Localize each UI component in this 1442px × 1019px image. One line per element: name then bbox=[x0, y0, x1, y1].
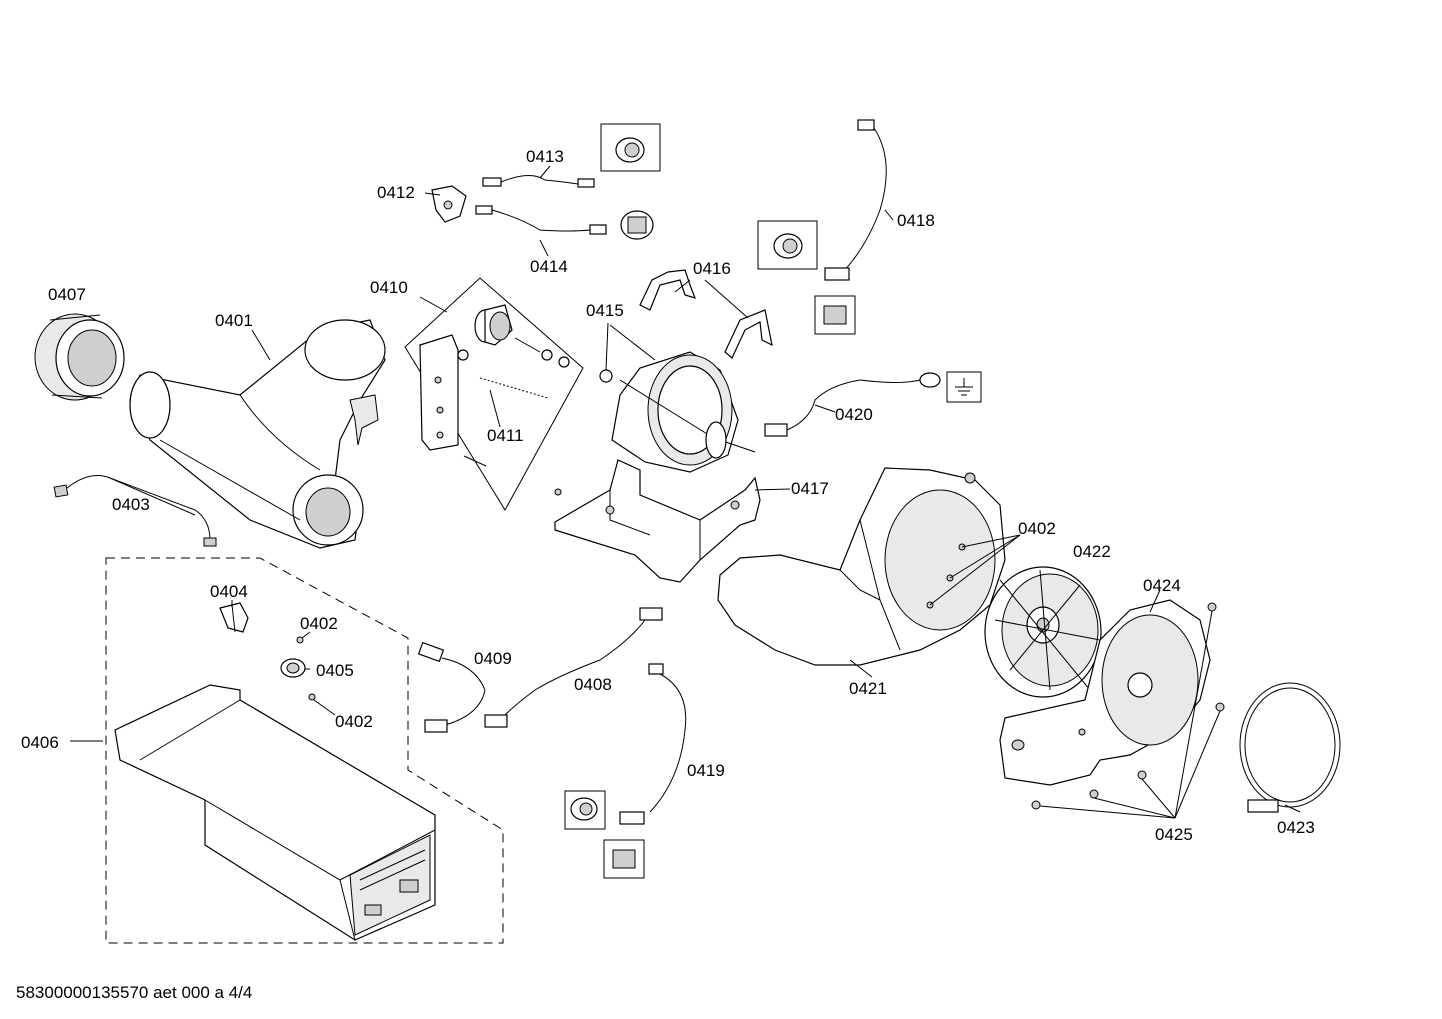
part-0403-cable bbox=[53, 475, 217, 547]
part-0401-duct bbox=[129, 319, 386, 549]
drawing-reference-footer: 58300000135570 aet 000 a 4/4 bbox=[16, 983, 252, 1002]
inset-0418-connector-a bbox=[757, 220, 818, 270]
earth-symbol bbox=[946, 371, 982, 403]
inset-0413-connector bbox=[600, 123, 661, 172]
part-0422-fan-wheel bbox=[984, 566, 1102, 698]
part-0412-switch bbox=[431, 185, 467, 223]
part-0418-cable bbox=[824, 119, 887, 281]
label-0402-lower: 0402 bbox=[335, 712, 373, 731]
part-0424-fan-cover bbox=[999, 599, 1211, 786]
part-0416-clip-b bbox=[724, 309, 773, 359]
label-0416: 0416 bbox=[693, 259, 731, 278]
part-0405-thermal-fuse bbox=[280, 658, 306, 678]
part-0421-fan-housing bbox=[717, 467, 1006, 666]
part-0411-spring bbox=[463, 377, 549, 467]
inset-0419-connector-a bbox=[564, 790, 606, 830]
part-0416-clip-a bbox=[639, 269, 696, 311]
part-0417-motor-mount bbox=[554, 459, 761, 583]
part-0420-earth-cable bbox=[764, 372, 941, 437]
label-0404: 0404 bbox=[210, 582, 248, 601]
group-0410-dashed-outline bbox=[404, 277, 584, 511]
group-0406-dashed-outline bbox=[105, 557, 504, 944]
label-0423: 0423 bbox=[1277, 818, 1315, 837]
label-0406: 0406 bbox=[21, 733, 59, 752]
label-0411: 0411 bbox=[487, 426, 524, 445]
part-0419-cable bbox=[619, 663, 687, 825]
label-0410: 0410 bbox=[370, 278, 408, 297]
part-0410-roller bbox=[457, 304, 570, 368]
part-0413-cable bbox=[482, 175, 595, 188]
part-0404-thermostat bbox=[219, 602, 249, 633]
inset-0419-connector-b bbox=[603, 839, 645, 879]
label-0424: 0424 bbox=[1143, 576, 1181, 595]
label-0415: 0415 bbox=[586, 301, 624, 320]
part-0402-screw-b bbox=[308, 693, 316, 701]
label-0402-fan: 0402 bbox=[1018, 519, 1056, 538]
label-0417: 0417 bbox=[791, 479, 829, 498]
part-0402-screw-a bbox=[296, 636, 304, 644]
label-0401: 0401 bbox=[215, 311, 253, 330]
label-0408: 0408 bbox=[574, 675, 612, 694]
label-0402-upper: 0402 bbox=[300, 614, 338, 633]
part-0408-cable bbox=[484, 607, 663, 728]
inset-0418-connector-b bbox=[814, 295, 856, 335]
part-0415-motor bbox=[599, 351, 756, 473]
label-0407: 0407 bbox=[48, 285, 86, 304]
label-0413: 0413 bbox=[526, 147, 564, 166]
label-0405: 0405 bbox=[316, 661, 354, 680]
part-0414-cable bbox=[475, 205, 607, 235]
label-0420: 0420 bbox=[835, 405, 873, 424]
inset-0414-connector bbox=[620, 210, 654, 240]
part-0407-ring bbox=[34, 313, 125, 401]
label-0409: 0409 bbox=[474, 649, 512, 668]
label-0414: 0414 bbox=[530, 257, 568, 276]
label-0403: 0403 bbox=[112, 495, 150, 514]
part-0423-seal-ring bbox=[1239, 682, 1341, 813]
label-0422: 0422 bbox=[1073, 542, 1111, 561]
label-0412: 0412 bbox=[377, 183, 415, 202]
part-labels: 0407 0401 0410 0411 0412 0413 0414 0415 … bbox=[21, 147, 1315, 844]
part-0410-bracket bbox=[419, 334, 459, 451]
label-0419: 0419 bbox=[687, 761, 725, 780]
part-0409-cable bbox=[417, 641, 486, 733]
leader-lines bbox=[70, 165, 1301, 819]
part-0425-screws bbox=[1031, 602, 1225, 810]
part-0406-heater-housing bbox=[114, 684, 436, 941]
label-0418: 0418 bbox=[897, 211, 935, 230]
label-0425: 0425 bbox=[1155, 825, 1193, 844]
label-0421: 0421 bbox=[849, 679, 887, 698]
